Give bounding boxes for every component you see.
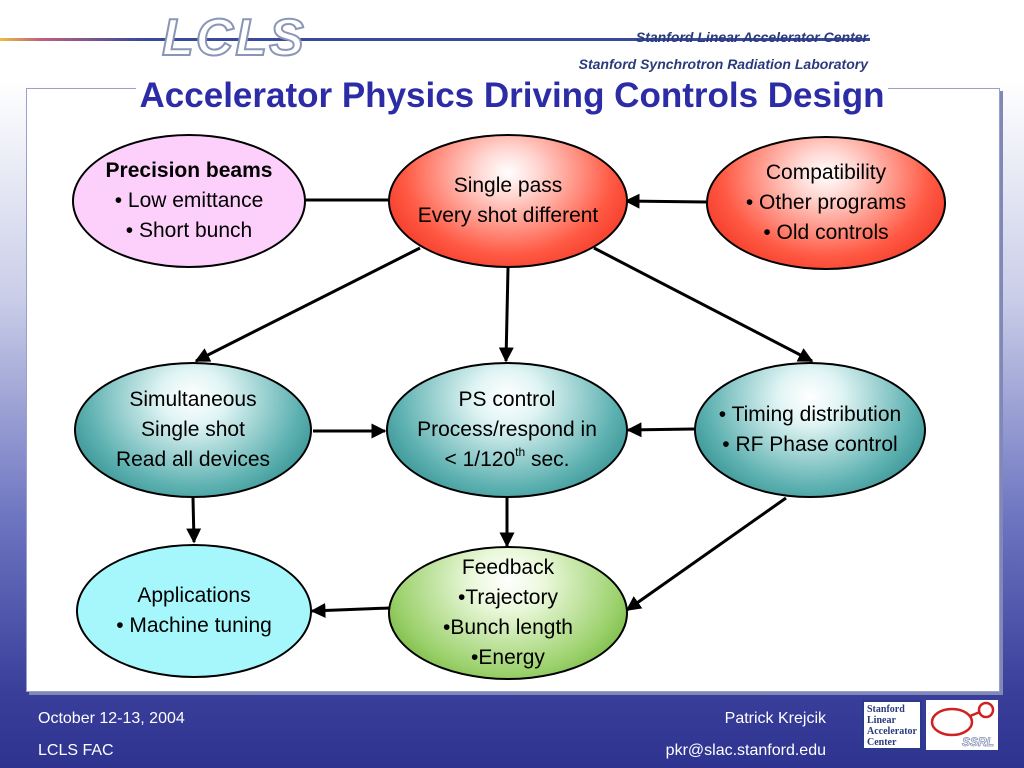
arrow-singlepass-ps xyxy=(498,267,514,363)
single-pass-line2: Every shot different xyxy=(417,204,599,227)
slac-logo: Stanford Linear Accelerator Center xyxy=(862,700,922,750)
ps-line3-post: sec. xyxy=(525,448,570,471)
org-ssrl: Stanford Synchrotron Radiation Laborator… xyxy=(578,56,868,72)
applications-line1: Applications xyxy=(137,584,251,607)
slac-logo-line4: Center xyxy=(867,737,897,748)
node-ps-control: PS control Process/respond in < 1/120th … xyxy=(386,362,628,498)
precision-line2: • Short bunch xyxy=(125,219,253,242)
footer-email: pkr@slac.stanford.edu xyxy=(665,742,826,759)
slide-header: LCLS Stanford Linear Accelerator Center … xyxy=(0,0,1024,82)
slac-logo-line1: Stanford xyxy=(867,704,905,715)
single-pass-line1: Single pass xyxy=(453,174,563,197)
slide-title: Accelerator Physics Driving Controls Des… xyxy=(0,76,1024,116)
node-timing: • Timing distribution • RF Phase control xyxy=(694,362,926,498)
footer-author: Patrick Krejcik xyxy=(724,710,826,727)
timing-line2: • RF Phase control xyxy=(722,433,898,456)
feedback-line2: •Trajectory xyxy=(458,586,558,609)
ps-line1: PS control xyxy=(458,388,556,411)
slac-logo-line2: Linear xyxy=(867,715,896,726)
feedback-line1: Feedback xyxy=(461,556,555,579)
node-single-pass: Single pass Every shot different xyxy=(388,134,628,268)
ps-line2: Process/respond in xyxy=(417,418,597,441)
ssrl-logo-text: SSRL xyxy=(962,735,994,749)
ssrl-logo: SSRL xyxy=(926,700,998,750)
compat-line3: • Old controls xyxy=(763,221,889,244)
node-compatibility: Compatibility • Other programs • Old con… xyxy=(706,136,946,270)
ps-line3-sup: th xyxy=(515,445,526,459)
node-precision-beams: Precision beams • Low emittance • Short … xyxy=(72,134,306,268)
ps-line3: < 1/120th sec. xyxy=(444,445,569,475)
feedback-line3: •Bunch length xyxy=(443,616,573,639)
precision-heading: Precision beams xyxy=(105,159,273,182)
slac-logo-line3: Accelerator xyxy=(867,726,917,737)
node-feedback: Feedback •Trajectory •Bunch length •Ener… xyxy=(388,546,628,680)
footer-event: LCLS FAC xyxy=(38,742,114,759)
precision-line1: • Low emittance xyxy=(114,189,264,212)
arrow-simultaneous-applications xyxy=(186,497,202,544)
ssrl-orbit-icon: SSRL xyxy=(930,701,994,749)
compat-line2: • Other programs xyxy=(745,191,907,214)
ps-line3-pre: < 1/120 xyxy=(444,448,516,471)
arrow-singlepass-timing xyxy=(593,246,814,363)
org-slac: Stanford Linear Accelerator Center xyxy=(635,29,868,45)
arrow-timing-ps xyxy=(626,422,695,438)
feedback-line4: •Energy xyxy=(471,646,545,669)
footer-date: October 12-13, 2004 xyxy=(38,710,185,727)
timing-line1: • Timing distribution xyxy=(718,403,902,426)
arrow-feedback-applications xyxy=(310,602,391,618)
applications-line2: • Machine tuning xyxy=(116,614,272,637)
node-applications: Applications • Machine tuning xyxy=(76,544,312,678)
arrow-timing-feedback xyxy=(625,496,787,612)
simultaneous-line2: Single shot xyxy=(141,418,245,441)
lcls-logo-text: LCLS xyxy=(161,8,306,68)
compat-line1: Compatibility xyxy=(765,161,887,184)
node-simultaneous: Simultaneous Single shot Read all device… xyxy=(74,362,312,498)
header-rule xyxy=(0,38,870,41)
arrow-compat-singlepass xyxy=(624,193,707,209)
lcls-logo: LCLS xyxy=(150,8,305,72)
simultaneous-line3: Read all devices xyxy=(115,448,271,471)
arrow-singlepass-simultaneous xyxy=(194,246,421,363)
simultaneous-line1: Simultaneous xyxy=(129,388,257,411)
